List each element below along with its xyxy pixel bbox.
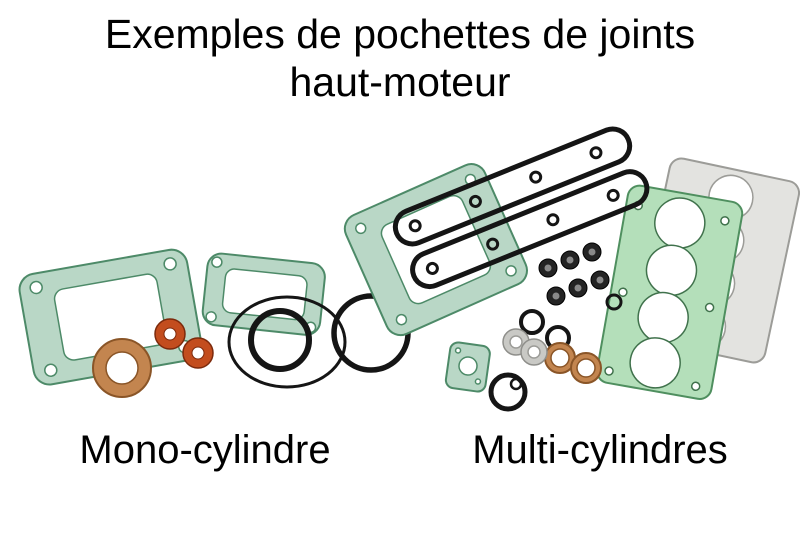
rocker-cover-gasket [201, 252, 326, 336]
title-line-1: Exemples de pochettes de joints [104, 11, 696, 57]
gray-washers [502, 328, 548, 366]
black-ring-with-dot [488, 372, 528, 412]
multi-cylinder-gasket-set [343, 126, 800, 412]
title-line-2: haut-moteur [289, 59, 511, 106]
copper-rings [544, 342, 602, 384]
page-title: Exemples de pochettes de joints haut-mot… [0, 10, 800, 107]
mono-cylinder-gasket-set [18, 248, 411, 398]
cam-cover-gasket [392, 126, 650, 290]
valve-stem-seals [538, 242, 610, 306]
orange-seal-rings [154, 318, 214, 369]
label-multi-cylindres: Multi-cylindres [472, 428, 728, 472]
label-mono-cylindre: Mono-cylindre [79, 428, 331, 472]
copper-exhaust-ring [92, 338, 152, 398]
green-head-gasket [596, 184, 744, 400]
small-plate-gasket [444, 341, 491, 393]
cylinder-base-gasket [18, 248, 203, 386]
